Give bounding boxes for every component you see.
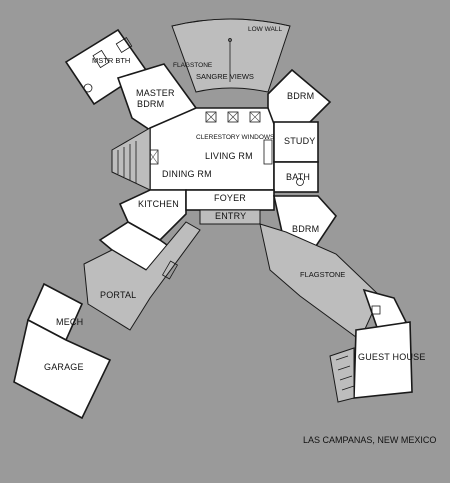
entry-porch	[199, 209, 261, 225]
study-room	[273, 121, 319, 163]
portal-walkway-east	[259, 223, 381, 341]
label-flagstone-top: FLAGSTONE	[173, 62, 213, 69]
se-bedroom-room	[273, 195, 338, 254]
label-master: MASTER	[136, 88, 175, 98]
label-study: STUDY	[284, 136, 316, 146]
label-kitchen: KITCHEN	[138, 199, 179, 209]
label-bdrm-se: BDRM	[292, 224, 319, 234]
guest-steps	[329, 347, 355, 403]
label-living-rm: LIVING RM	[205, 151, 253, 161]
portal-walkway-west	[83, 221, 201, 331]
label-sangre-views: SANGRE VIEWS	[196, 72, 254, 81]
label-portal: PORTAL	[100, 290, 136, 300]
guest-house-room	[353, 321, 413, 399]
label-guest-house: GUEST HOUSE	[358, 352, 426, 362]
label-bdrm-ne: BDRM	[287, 91, 314, 101]
label-foyer: FOYER	[214, 193, 246, 203]
label-low-wall: LOW WALL	[248, 26, 282, 33]
label-mstr-bath: MSTR BTH	[92, 56, 130, 65]
garage-room	[13, 318, 112, 420]
label-dining-rm: DINING RM	[162, 169, 212, 179]
label-bath: BATH	[286, 172, 310, 182]
label-flagstone-right: FLAGSTONE	[300, 270, 345, 279]
bath-room	[273, 161, 319, 193]
label-garage: GARAGE	[44, 362, 84, 372]
caption: LAS CAMPANAS, NEW MEXICO	[303, 435, 436, 445]
label-mech: MECH	[56, 317, 83, 327]
label-entry: ENTRY	[215, 211, 246, 221]
label-master-bdrm: BDRM	[137, 99, 164, 109]
low-wall	[171, 18, 291, 27]
label-clerestory: CLERESTORY WINDOWS	[196, 134, 275, 141]
